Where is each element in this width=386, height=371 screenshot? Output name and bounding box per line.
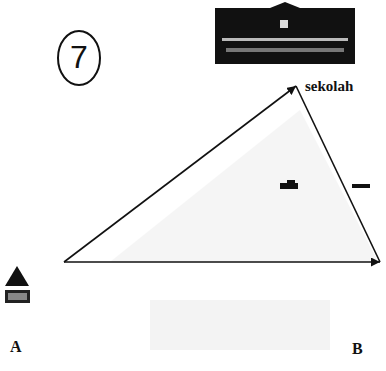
route-arrow <box>64 86 296 262</box>
callout-circle <box>58 31 100 85</box>
point-node: sekolah <box>296 76 358 96</box>
background-speckle <box>110 110 378 350</box>
point-label: sekolah <box>296 76 358 96</box>
house-icon <box>5 266 30 303</box>
route-arrow <box>296 86 380 262</box>
callout-number: 7 <box>70 39 88 76</box>
school-icon <box>215 2 355 64</box>
point-label: B <box>352 340 363 358</box>
point-node: B <box>346 262 384 362</box>
road-marks <box>280 180 370 189</box>
point-label: A <box>10 338 22 356</box>
route-arrow <box>64 261 380 263</box>
point-node: A <box>4 240 64 362</box>
